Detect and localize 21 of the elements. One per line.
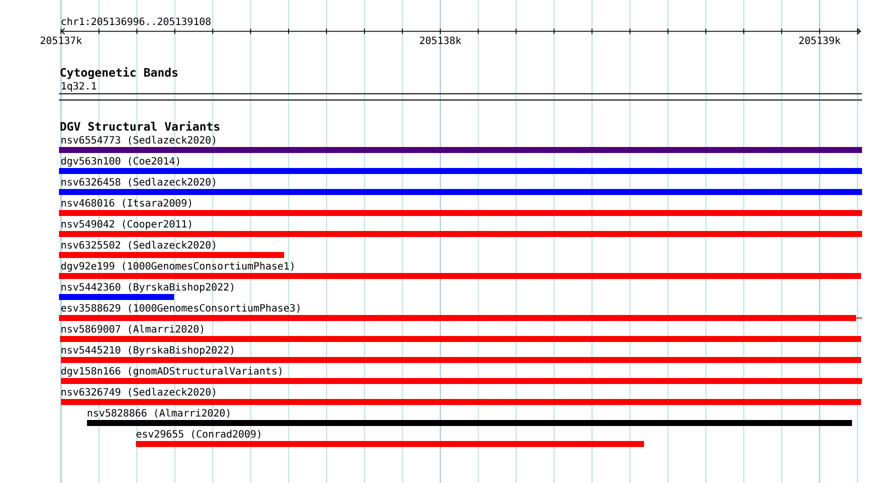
coordinate-label: chr1:205136996..205139108 [62,17,211,26]
variant-label: nsv6326458 (Sedlazeck2020) [62,178,216,187]
variant-label: dgv563n100 (Coe2014) [61,156,180,167]
variant-label: nsv549042 (Cooper2011) [62,220,192,230]
variant-label: nsv6554773 (Sedlazeck2020) [62,136,216,145]
variant-label: nsv468016 (Itsara2009) [62,198,192,208]
variant-label: nsv5442360 (ByrskaBishop2022) [62,282,234,293]
tick-label: 205138k [420,36,462,44]
variant-label: esv3588629 (1000GenomesConsortiumPhase3) [61,304,300,313]
track-title: DGV Structural Variants [60,121,220,131]
variant-label: nsv5445210 (ByrskaBishop2022) [62,346,234,356]
variant-label: nsv6326749 (Sedlazeck2020) [62,388,216,397]
variant-label: nsv6325502 (Sedlazeck2020) [62,240,216,250]
variant-label: nsv5828866 (Almarri2020) [88,408,230,418]
variant-label: dgv92e199 (1000GenomesConsortiumPhase1) [61,262,294,272]
band-label: 1q32.1 [62,82,96,92]
variant-label: nsv5869007 (Almarri2020) [62,324,204,334]
tick-label: 205137k [40,36,82,44]
tick-label: 205139k [799,36,841,44]
variant-label: dgv158n166 (gnomADStructuralVariants) [61,366,282,377]
variant-label: esv29655 (Conrad2009) [136,430,260,439]
